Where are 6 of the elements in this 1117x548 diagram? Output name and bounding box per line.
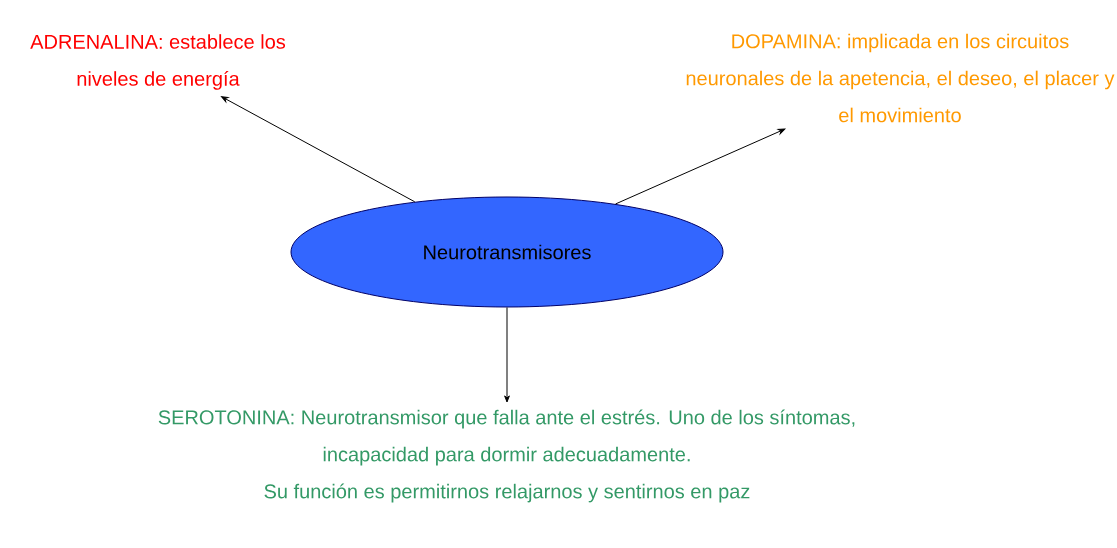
arrow [221, 96, 416, 203]
arrow [615, 128, 786, 205]
description-text: DOPAMINA: implicada en los circuitos neuronales de la apetencia, el deseo, el placer y el movimiento [686, 33, 1115, 123]
arrow [504, 307, 510, 403]
description-text: ADRENALINA: establece los niveles de energía [30, 34, 286, 90]
description-text: SEROTONINA: Neurotransmisor que falla ante el estrés. Uno de los síntomas, incapacidad para dormir adecuadamente. Su función es permitirnos relajarnos y sentirnos en paz [158, 409, 855, 503]
